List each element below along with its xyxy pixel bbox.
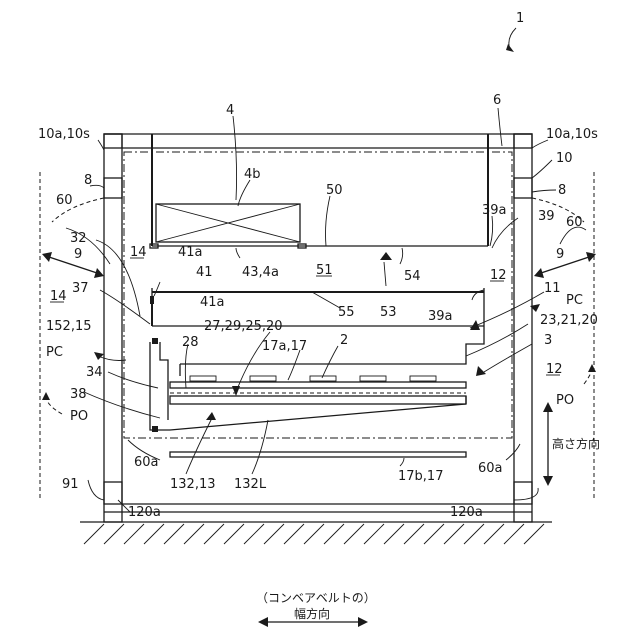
frame xyxy=(104,134,532,522)
label-6: 6 xyxy=(493,93,501,108)
label-32: 32 xyxy=(70,231,87,246)
label-43-4a: 43,4a xyxy=(242,265,279,280)
label-pc-right: PC xyxy=(566,293,583,308)
label-39: 39 xyxy=(538,209,555,224)
label-po-right: PO xyxy=(556,393,574,408)
label-28: 28 xyxy=(182,335,199,350)
label-12-inner: 12 xyxy=(490,268,507,283)
label-10a-10s-left: 10a,10s xyxy=(38,127,90,142)
ground xyxy=(80,522,552,544)
label-132l: 132L xyxy=(234,477,267,492)
label-8-right: 8 xyxy=(558,183,566,198)
label-14-inner: 14 xyxy=(130,245,147,260)
label-51: 51 xyxy=(316,263,333,278)
label-38: 38 xyxy=(70,387,87,402)
label-8-left: 8 xyxy=(84,173,92,188)
label-50: 50 xyxy=(326,183,343,198)
label-fig-1: 1 xyxy=(516,11,524,26)
label-39a-top: 39a xyxy=(482,203,507,218)
label-4b: 4b xyxy=(244,167,261,182)
label-9-right: 9 xyxy=(556,247,564,262)
label-41a-mid: 41a xyxy=(200,295,225,310)
label-23-21-20: 23,21,20 xyxy=(540,313,598,328)
label-17b-17: 17b,17 xyxy=(398,469,443,484)
label-10: 10 xyxy=(556,151,573,166)
label-width-note: （コンベアベルトの） xyxy=(256,591,376,605)
label-54: 54 xyxy=(404,269,421,284)
outer-dashed-boundaries xyxy=(40,172,594,500)
label-2: 2 xyxy=(340,333,348,348)
label-60-left: 60 xyxy=(56,193,73,208)
label-41a-top: 41a xyxy=(178,245,203,260)
label-height-direction: 高さ方向 xyxy=(552,436,600,451)
label-60a-left: 60a xyxy=(134,455,159,470)
label-3: 3 xyxy=(544,333,552,348)
label-4: 4 xyxy=(226,103,234,118)
label-11: 11 xyxy=(544,281,561,296)
label-width-direction: 幅方向 xyxy=(294,606,330,621)
label-60-right: 60 xyxy=(566,215,583,230)
label-po-left: PO xyxy=(70,409,88,424)
label-14-outer: 14 xyxy=(50,289,67,304)
label-55: 55 xyxy=(338,305,355,320)
label-120a-right: 120a xyxy=(450,505,483,520)
label-pc-left: PC xyxy=(46,345,63,360)
label-60a-right: 60a xyxy=(478,461,503,476)
label-34: 34 xyxy=(86,365,103,380)
label-12-outer: 12 xyxy=(546,362,563,377)
label-10a-10s-right: 10a,10s xyxy=(546,127,598,142)
label-17a-17: 17a,17 xyxy=(262,339,307,354)
unit-4-box xyxy=(150,134,488,248)
label-39a-mid: 39a xyxy=(428,309,453,324)
label-152-15: 152,15 xyxy=(46,319,92,334)
label-91: 91 xyxy=(62,477,79,492)
label-27-29-25-20: 27,29,25,20 xyxy=(204,319,283,334)
label-41: 41 xyxy=(196,265,213,280)
direction-arrows xyxy=(42,252,596,627)
label-9-left: 9 xyxy=(74,247,82,262)
label-37: 37 xyxy=(72,281,89,296)
label-120a-left: 120a xyxy=(128,505,161,520)
label-53: 53 xyxy=(380,305,397,320)
label-132-13: 132,13 xyxy=(170,477,216,492)
